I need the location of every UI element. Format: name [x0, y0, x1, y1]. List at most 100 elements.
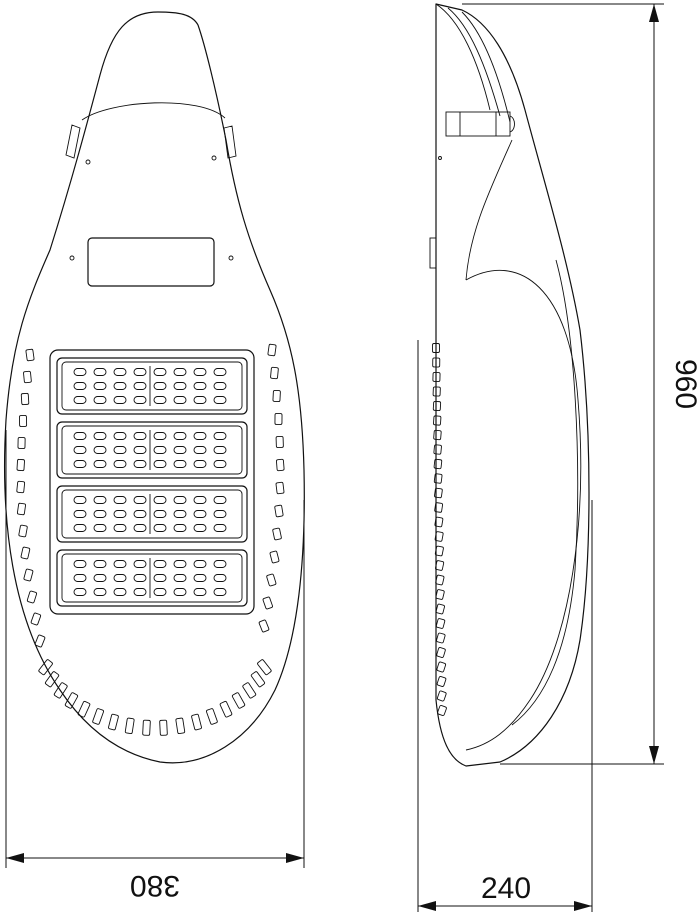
led-lens [93, 560, 107, 568]
front-screw-hole [69, 255, 75, 261]
led-lens [213, 368, 227, 376]
led-module-inner [61, 553, 243, 603]
front-vent-slot [242, 682, 257, 699]
side-vent-slot [436, 632, 446, 644]
led-lens [73, 560, 87, 568]
led-lens [93, 460, 107, 468]
led-lens [153, 432, 167, 440]
front-vent-slot [25, 348, 35, 362]
front-left-latch [65, 124, 81, 159]
front-vent-slot [23, 568, 34, 582]
front-vent-slot [16, 480, 26, 494]
side-vent-slot [436, 647, 446, 658]
front-vent-slot [159, 719, 168, 736]
side-vent-slot [432, 400, 442, 412]
front-vent-slot [53, 682, 68, 699]
led-lens [73, 382, 87, 390]
front-vent-slot [231, 692, 246, 709]
dimension-height: 960 [462, 3, 700, 765]
front-vent-slot [267, 343, 277, 357]
front-vent-slot [258, 619, 270, 633]
led-module [56, 549, 248, 607]
front-vent-slot [250, 671, 266, 688]
front-vent-slot [92, 708, 104, 725]
front-vent-slot [44, 671, 60, 688]
front-vent-slot [270, 366, 279, 380]
side-mount-bracket-cap [509, 115, 515, 133]
front-vent-slot [20, 546, 31, 560]
front-cooling-vents [16, 343, 285, 736]
led-lens [133, 496, 147, 504]
led-lens [153, 496, 167, 504]
side-top-fin [435, 3, 491, 111]
led-lens [153, 460, 167, 468]
led-lens [173, 574, 187, 582]
led-lens [153, 396, 167, 404]
front-vent-slot [191, 713, 202, 731]
front-vent-slot [266, 573, 277, 587]
led-lens [133, 368, 147, 376]
side-top-fin [447, 7, 501, 117]
led-lens [213, 460, 227, 468]
led-lens [113, 524, 127, 532]
led-lens [93, 382, 107, 390]
side-vent-slot [435, 560, 445, 571]
side-cooling-vents [432, 343, 447, 716]
front-vent-slot [26, 590, 38, 604]
led-lens [73, 368, 87, 376]
led-module-inner [61, 361, 243, 411]
front-vent-slot [64, 692, 79, 709]
led-lens [173, 524, 187, 532]
side-vent-slot [432, 343, 440, 353]
depth-arrow-left [418, 901, 436, 911]
led-lens [173, 432, 187, 440]
led-lens [73, 446, 87, 454]
led-lens [153, 524, 167, 532]
led-lens [213, 588, 227, 596]
led-lens [133, 460, 147, 468]
led-lens [193, 560, 207, 568]
front-vent-slot [16, 502, 26, 516]
dimension-depth: 240 [417, 340, 593, 912]
led-lens [193, 446, 207, 454]
led-lens [213, 432, 227, 440]
side-vent-slot [433, 458, 443, 470]
front-vent-slot [124, 717, 135, 735]
led-lens [193, 432, 207, 440]
led-lens [93, 496, 107, 504]
led-lens [73, 496, 87, 504]
led-lens [133, 432, 147, 440]
led-lens [113, 510, 127, 518]
front-screw-hole [211, 155, 217, 161]
led-lens [213, 560, 227, 568]
led-lens [213, 524, 227, 532]
side-vent-slot [437, 705, 447, 716]
front-screw-hole [228, 255, 234, 261]
led-lens [213, 496, 227, 504]
side-view [429, 3, 590, 767]
side-screw-hole [438, 156, 442, 160]
side-vent-slot [435, 589, 445, 600]
led-lens [73, 588, 87, 596]
led-lens [153, 574, 167, 582]
led-lens [213, 446, 227, 454]
front-vent-slot [275, 435, 284, 449]
led-lens [193, 382, 207, 390]
led-lens [133, 574, 147, 582]
height-arrow-bottom [649, 746, 659, 764]
front-vent-slot [262, 596, 273, 610]
front-label-plate [87, 237, 215, 287]
side-vent-slot [434, 545, 444, 557]
side-vent-slot [434, 487, 443, 499]
front-vent-slot [257, 659, 272, 676]
side-vent-slot [433, 473, 443, 484]
side-vent-slot [432, 357, 441, 368]
side-top-fin [461, 11, 511, 123]
led-module-inner [61, 425, 243, 475]
led-lens [173, 588, 187, 596]
led-lens [73, 574, 87, 582]
side-inner-curve [511, 259, 579, 726]
side-vent-slot [434, 531, 444, 542]
side-vent-slot [433, 415, 442, 426]
